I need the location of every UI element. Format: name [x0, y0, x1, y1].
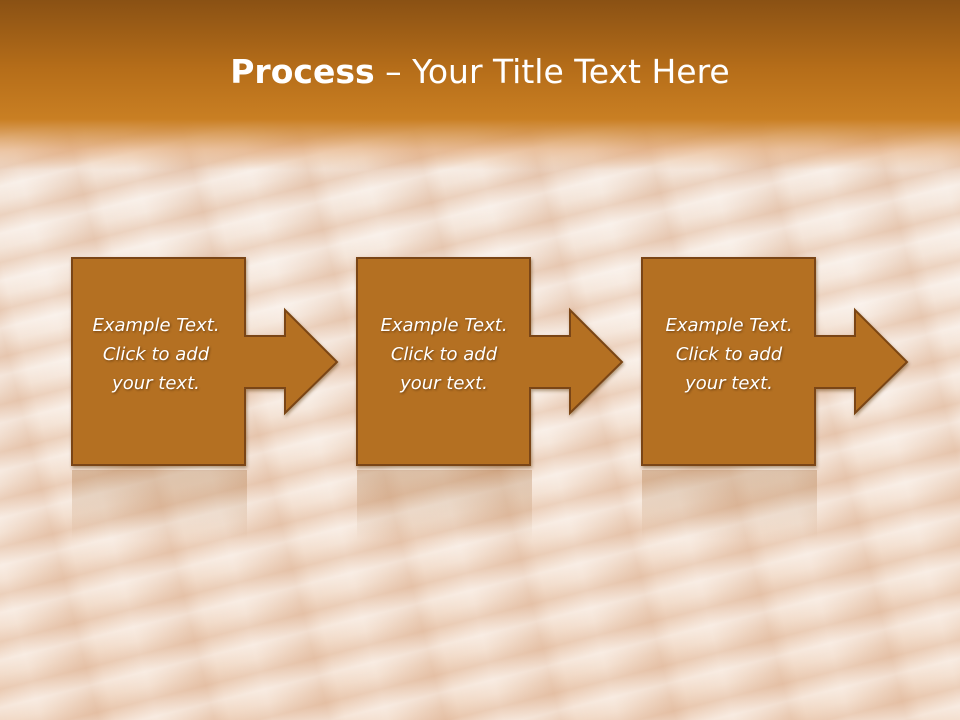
step-3-line-3: your text. — [685, 373, 773, 394]
step-2-line-1: Example Text. — [380, 315, 508, 336]
step-3-box[interactable] — [641, 257, 909, 466]
step-3-reflection — [642, 470, 817, 540]
step-1-line-1: Example Text. — [92, 315, 220, 336]
step-1-text[interactable]: Example Text. Click to add your text. — [70, 311, 242, 398]
title-rest: – Your Title Text Here — [374, 52, 730, 91]
step-3-line-1: Example Text. — [665, 315, 793, 336]
step-2-text[interactable]: Example Text. Click to add your text. — [358, 311, 530, 398]
step-1-line-2: Click to add — [102, 344, 210, 365]
step-1-line-3: your text. — [112, 373, 200, 394]
step-2-box[interactable] — [356, 257, 624, 466]
step-1-reflection — [72, 470, 247, 540]
step-2-reflection — [357, 470, 532, 540]
step-3-line-2: Click to add — [675, 344, 783, 365]
title-bold: Process — [230, 52, 375, 91]
step-1-box[interactable] — [71, 257, 339, 466]
header-band — [0, 0, 960, 170]
slide-title[interactable]: Process – Your Title Text Here — [0, 52, 960, 91]
step-3-text[interactable]: Example Text. Click to add your text. — [643, 311, 815, 398]
step-2-line-2: Click to add — [390, 344, 498, 365]
step-2-line-3: your text. — [400, 373, 488, 394]
